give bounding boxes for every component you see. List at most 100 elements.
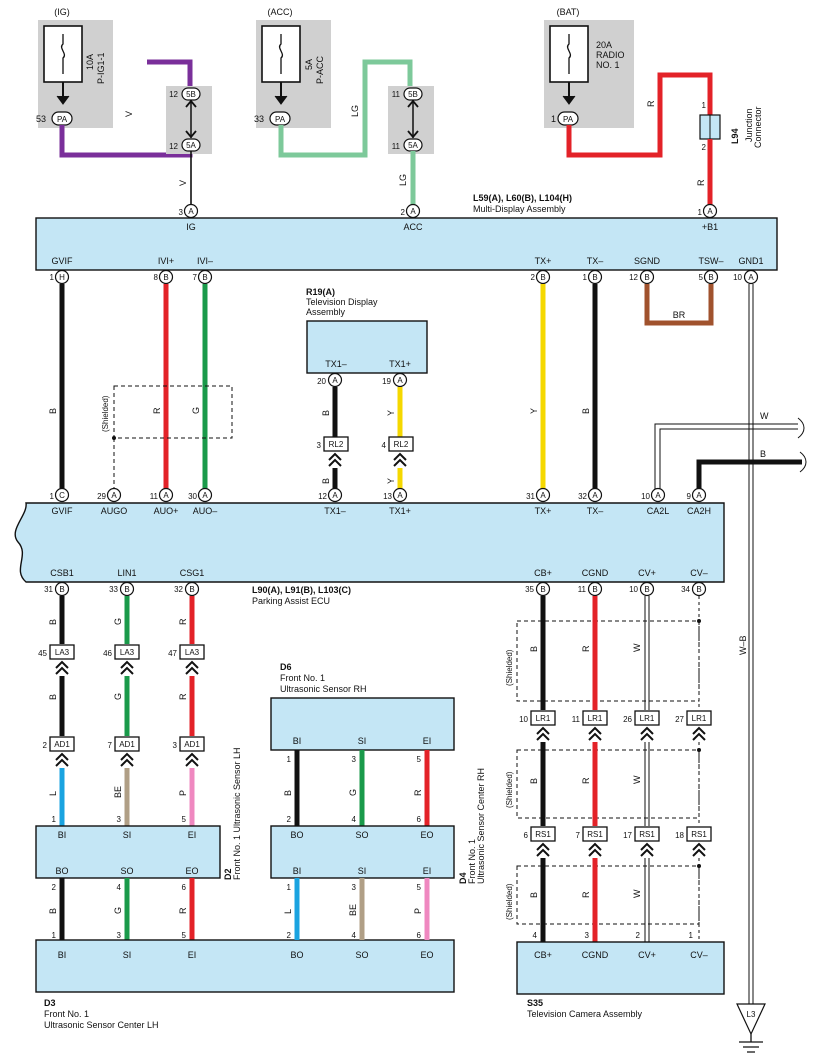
svg-text:(Shielded): (Shielded) — [101, 395, 110, 432]
svg-text:H: H — [59, 273, 65, 282]
svg-text:2: 2 — [287, 815, 292, 824]
svg-text:EI: EI — [188, 830, 197, 840]
svg-text:B: B — [163, 273, 168, 282]
svg-text:1: 1 — [698, 208, 703, 217]
svg-text:D6: D6 — [280, 662, 292, 672]
parking-assist-ecu — [14, 502, 725, 583]
svg-text:1: 1 — [52, 815, 57, 824]
fuse-icon — [566, 34, 572, 74]
svg-text:BR: BR — [673, 310, 686, 320]
camera-chain: (Shielded) (Shielded) (Shielded) B R W 1… — [505, 596, 712, 942]
fuse-bat-rating: 20A — [596, 40, 612, 50]
svg-text:7: 7 — [108, 741, 113, 750]
svg-text:W: W — [632, 775, 642, 784]
svg-text:EI: EI — [423, 866, 432, 876]
svg-text:35: 35 — [525, 585, 534, 594]
svg-text:R: R — [152, 407, 162, 414]
svg-text:CV–: CV– — [690, 568, 708, 578]
fuse-ig: (IG) 10A P-IG1-1 53 PA — [36, 7, 113, 128]
svg-text:BI: BI — [58, 830, 67, 840]
svg-text:AD1: AD1 — [54, 740, 70, 749]
mda-title: L59(A), L60(B), L104(H) — [473, 193, 572, 203]
fuse-bat: (BAT) 20A RADIO NO. 1 1 PA — [544, 7, 634, 128]
svg-text:BO: BO — [290, 950, 303, 960]
double-chevron-icon — [393, 453, 407, 467]
svg-text:32: 32 — [174, 585, 183, 594]
svg-text:W: W — [760, 411, 769, 421]
svg-text:45: 45 — [38, 649, 47, 658]
svg-text:10: 10 — [629, 585, 638, 594]
svg-text:AUGO: AUGO — [101, 506, 128, 516]
svg-text:B: B — [540, 585, 545, 594]
svg-text:W: W — [632, 889, 642, 898]
wire-br — [644, 284, 714, 326]
svg-text:CV–: CV– — [690, 950, 708, 960]
svg-text:2: 2 — [702, 143, 707, 152]
svg-text:3: 3 — [173, 741, 178, 750]
svg-text:R: R — [581, 891, 591, 898]
svg-text:2: 2 — [401, 208, 406, 217]
fuse-acc-pin: PA — [275, 115, 286, 124]
svg-text:7: 7 — [576, 831, 581, 840]
svg-text:2: 2 — [531, 273, 536, 282]
svg-text:Assembly: Assembly — [306, 307, 346, 317]
svg-text:(Shielded): (Shielded) — [505, 771, 514, 808]
fuse-bat-source: (BAT) — [557, 7, 580, 17]
svg-text:19: 19 — [382, 377, 391, 386]
svg-text:B: B — [124, 585, 129, 594]
fuse-acc-rating: 5A — [304, 59, 314, 70]
svg-text:LR1: LR1 — [536, 714, 551, 723]
svg-text:CV+: CV+ — [638, 950, 656, 960]
svg-text:11: 11 — [392, 90, 401, 99]
svg-text:Television Camera Assembly: Television Camera Assembly — [527, 1009, 643, 1019]
television-display-assembly — [306, 320, 428, 374]
svg-text:IG: IG — [186, 222, 196, 232]
svg-text:B: B — [592, 273, 597, 282]
svg-text:B: B — [581, 408, 591, 414]
svg-text:32: 32 — [578, 492, 587, 501]
svg-text:TX+: TX+ — [535, 506, 552, 516]
svg-text:5B: 5B — [408, 90, 418, 99]
svg-text:BE: BE — [113, 786, 123, 798]
svg-text:IVI+: IVI+ — [158, 256, 174, 266]
svg-text:B: B — [48, 908, 58, 914]
svg-text:B: B — [48, 408, 58, 414]
fuse-bat-pin: PA — [563, 115, 574, 124]
svg-text:Front No. 1: Front No. 1 — [44, 1009, 89, 1019]
svg-text:G: G — [113, 907, 123, 914]
svg-text:(Shielded): (Shielded) — [505, 883, 514, 920]
svg-text:6: 6 — [524, 831, 529, 840]
svg-text:B: B — [189, 585, 194, 594]
svg-text:CA2H: CA2H — [687, 506, 711, 516]
wire-w-ca2l — [654, 423, 798, 490]
svg-text:B: B — [760, 449, 766, 459]
svg-text:5A: 5A — [186, 141, 196, 150]
svg-text:13: 13 — [383, 492, 392, 501]
svg-text:31: 31 — [526, 492, 535, 501]
svg-text:RS1: RS1 — [691, 830, 707, 839]
svg-text:CV+: CV+ — [638, 568, 656, 578]
svg-text:4: 4 — [352, 815, 357, 824]
svg-text:+B1: +B1 — [702, 222, 718, 232]
svg-text:AUO–: AUO– — [193, 506, 218, 516]
svg-text:LR1: LR1 — [588, 714, 603, 723]
svg-text:Junction: Junction — [744, 108, 754, 142]
multi-display-assembly — [35, 217, 778, 271]
svg-text:34: 34 — [681, 585, 690, 594]
svg-text:3: 3 — [352, 755, 357, 764]
svg-text:A: A — [592, 491, 598, 500]
svg-text:B: B — [321, 410, 331, 416]
svg-text:IVI–: IVI– — [197, 256, 213, 266]
svg-text:B: B — [529, 892, 539, 898]
svg-text:RS1: RS1 — [535, 830, 551, 839]
svg-text:EO: EO — [420, 830, 433, 840]
svg-text:G: G — [348, 789, 358, 796]
svg-text:26: 26 — [623, 715, 632, 724]
svg-text:SGND: SGND — [634, 256, 661, 266]
svg-text:AUO+: AUO+ — [154, 506, 179, 516]
svg-text:Y: Y — [529, 408, 539, 414]
svg-text:R: R — [178, 907, 188, 914]
svg-text:2: 2 — [43, 741, 48, 750]
fuse-acc-source: (ACC) — [268, 7, 293, 17]
svg-text:4: 4 — [382, 441, 387, 450]
